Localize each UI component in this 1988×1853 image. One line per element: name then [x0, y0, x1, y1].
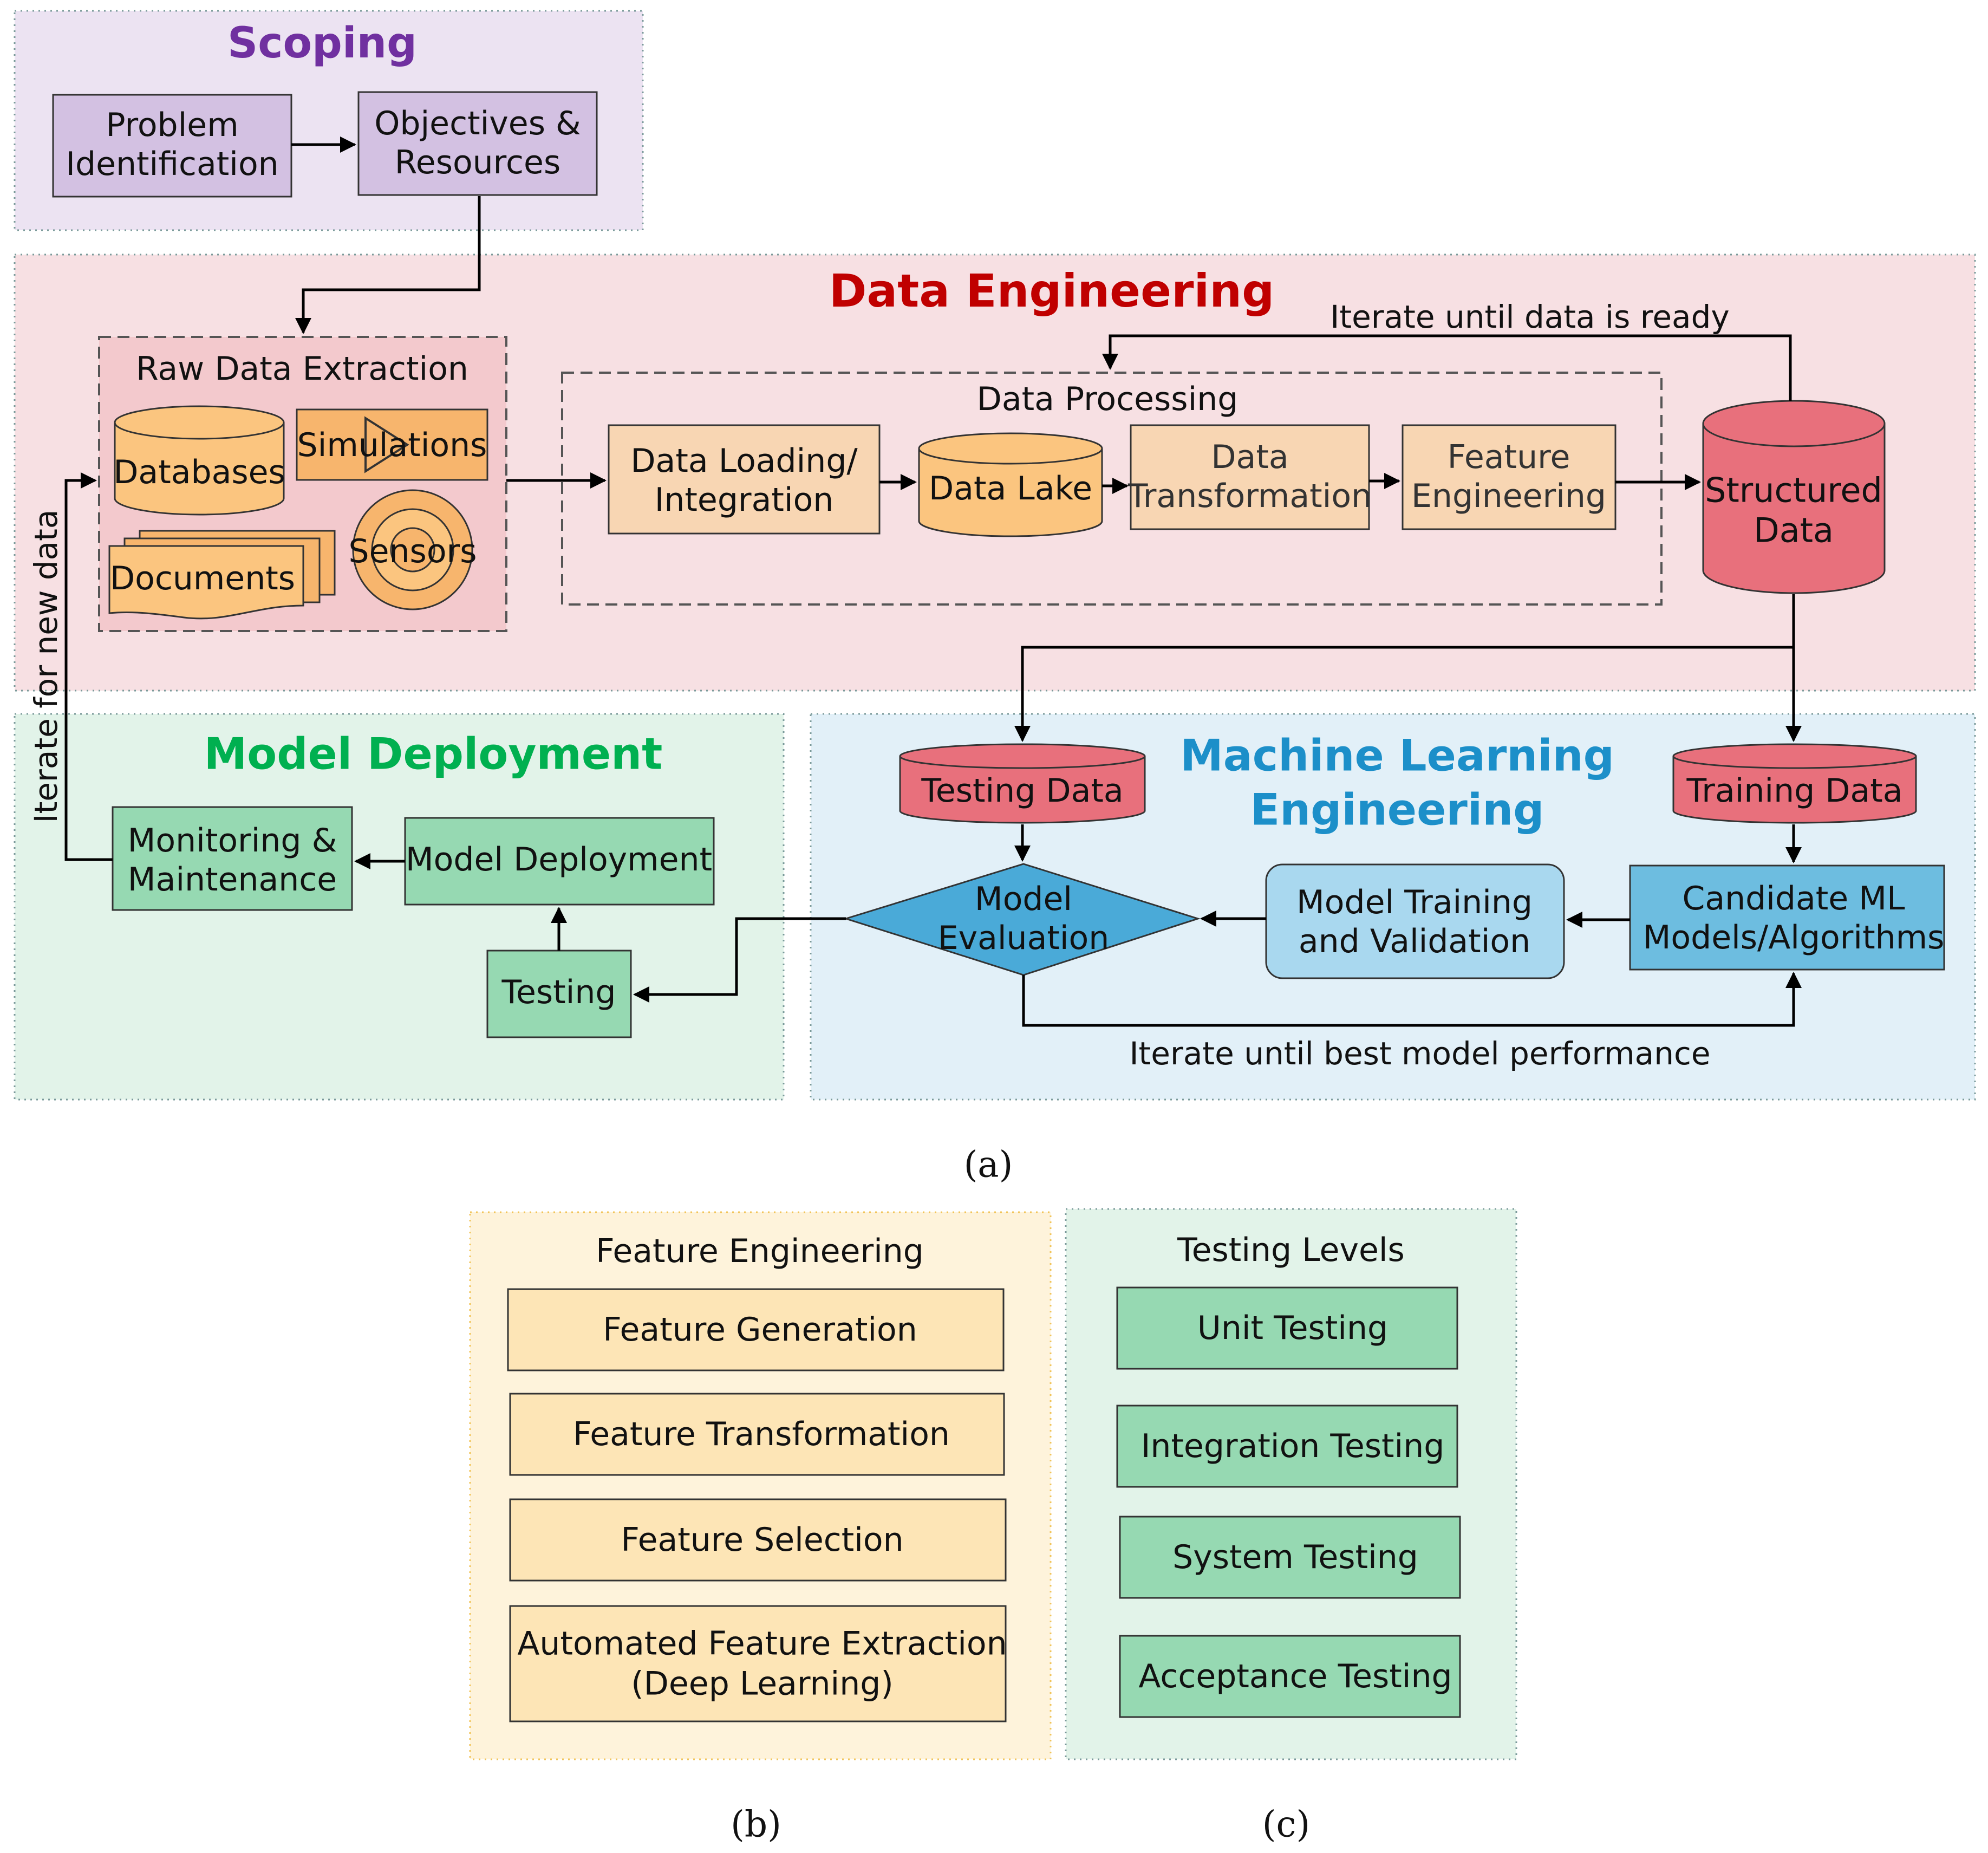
data-transformation-label-line-2: Transformation [1127, 477, 1372, 515]
feature-engineering-item-1 [507, 1288, 1005, 1371]
data-processing-box [561, 372, 1663, 606]
model-training-label-line-2: and Validation [1299, 922, 1530, 960]
simulations-box [296, 408, 488, 481]
simulations-label: Simulations [297, 426, 487, 464]
model-training-label-line-1: Model Training [1296, 883, 1533, 921]
feature-engineering-item-label-1-line-1: Feature Generation [603, 1311, 917, 1349]
feature-engineering-item-label-3-line-1: Feature Selection [621, 1521, 903, 1559]
feature-engineering-label-line-2: Engineering [1411, 477, 1606, 515]
ml-engineering-title-line-2: Engineering [1250, 785, 1544, 835]
arrow-iterate-new-data [64, 472, 113, 861]
iterate-best-model-label: Iterate until best model performance [1129, 1035, 1710, 1072]
structured-data-label-line-1: Structured [1705, 471, 1882, 510]
training-data-label: Training Data [1686, 772, 1902, 810]
scoping-title: Scoping [227, 19, 417, 68]
testing-level-item-label-3: System Testing [1172, 1538, 1418, 1576]
candidate-ml-label-line-1: Candidate ML [1682, 880, 1905, 918]
feature-engineering-item-label-4-line-2: (Deep Learning) [631, 1665, 893, 1703]
feature-engineering-box [1402, 424, 1617, 530]
candidate-ml-box [1629, 864, 1945, 971]
data-processing-title: Data Processing [977, 380, 1239, 418]
testing-level-item-2 [1116, 1405, 1458, 1488]
arrow-iterate-best-model [1022, 972, 1802, 1027]
testing-level-item-3 [1119, 1516, 1461, 1599]
databases-label: Databases [113, 453, 285, 491]
model-deployment-label: Model Deployment [406, 841, 712, 879]
iterate-new-data-label: Iterate for new data [28, 510, 64, 823]
testing-level-item-1 [1116, 1286, 1458, 1370]
model-evaluation-label-line-1: Model [975, 880, 1072, 918]
problem-identification-label-line-1: Problem [106, 106, 238, 144]
arrow-evaluation-to-testing [633, 917, 846, 1003]
databases-cylinder [114, 405, 285, 516]
problem-identification-label-line-2: Identification [66, 145, 278, 183]
arrow-structured-to-testing [1014, 646, 1794, 742]
feature-engineering-item-label-4-line-1: Automated Feature Extraction [517, 1625, 1007, 1663]
objectives-resources-box [357, 91, 598, 196]
raw-data-extraction-title: Raw Data Extraction [136, 350, 468, 388]
testing-level-item-4 [1119, 1635, 1461, 1718]
ml-engineering-title-line-1: Machine Learning [1180, 731, 1614, 781]
caption-c: (c) [1262, 1804, 1310, 1845]
monitoring-maintenance-label-line-2: Maintenance [128, 861, 337, 899]
data-loading-box [608, 424, 881, 535]
iterate-data-ready-label: Iterate until data is ready [1330, 298, 1730, 335]
caption-b: (b) [731, 1804, 781, 1845]
objectives-resources-label-line-2: Resources [395, 144, 560, 181]
testing-data-cylinder [899, 743, 1146, 824]
data-transformation-label-line-1: Data [1211, 438, 1288, 476]
data-transformation-box [1130, 424, 1370, 530]
model-evaluation-label-line-2: Evaluation [938, 919, 1110, 957]
documents-label: Documents [110, 560, 295, 597]
data-engineering-title: Data Engineering [829, 264, 1275, 317]
objectives-resources-label-line-1: Objectives & [374, 105, 581, 142]
arrow-objectives-to-raw [295, 196, 481, 334]
monitoring-maintenance-box [112, 806, 353, 911]
testing-box [486, 950, 632, 1038]
monitoring-maintenance-label-line-1: Monitoring & [128, 822, 337, 860]
data-lake-label: Data Lake [929, 470, 1092, 508]
testing-data-label: Testing Data [921, 772, 1123, 810]
model-deployment-box [404, 817, 715, 906]
data-lake-cylinder [918, 432, 1103, 537]
feature-engineering-item-4 [509, 1605, 1007, 1722]
testing-level-item-label-1: Unit Testing [1197, 1309, 1388, 1347]
arrow-iterate-data-ready [1102, 334, 1792, 401]
data-loading-label-line-2: Integration [655, 481, 834, 519]
testing-level-item-label-4: Acceptance Testing [1138, 1657, 1452, 1695]
feature-engineering-item-label-2-line-1: Feature Transformation [573, 1415, 950, 1453]
feature-engineering-panel-title: Feature Engineering [596, 1232, 924, 1270]
documents-sheet-front [108, 545, 304, 620]
problem-identification-box [52, 94, 292, 198]
training-data-cylinder [1672, 743, 1917, 824]
testing-level-item-label-2: Integration Testing [1141, 1427, 1445, 1465]
structured-data-label-line-2: Data [1754, 511, 1834, 550]
play-icon [364, 416, 409, 473]
feature-engineering-label-line-1: Feature [1448, 438, 1570, 476]
testing-label: Testing [501, 973, 616, 1011]
testing-levels-panel-title: Testing Levels [1177, 1231, 1405, 1269]
caption-a: (a) [964, 1144, 1013, 1186]
model-training-box [1265, 863, 1565, 979]
data-loading-label-line-1: Data Loading/ [630, 442, 858, 480]
candidate-ml-label-line-2: Models/Algorithms [1643, 919, 1945, 957]
feature-engineering-item-2 [509, 1393, 1005, 1476]
structured-data-cylinder [1702, 400, 1886, 594]
model-deployment-title: Model Deployment [204, 729, 663, 779]
sensors-label: Sensors [349, 532, 477, 570]
feature-engineering-item-3 [509, 1498, 1007, 1582]
